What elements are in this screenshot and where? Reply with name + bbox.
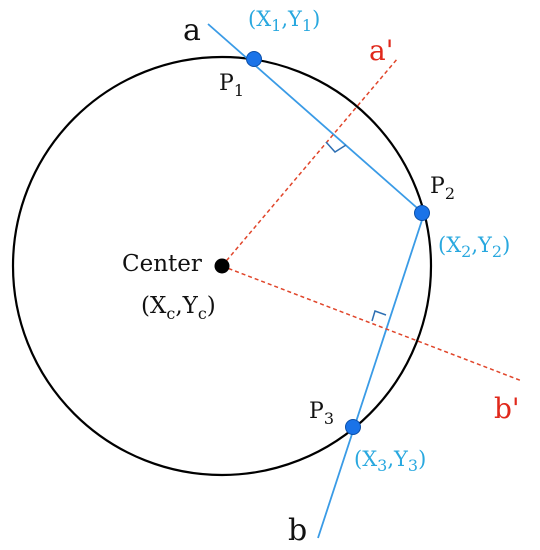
point-p2-coord-sub-y: 2	[492, 242, 502, 261]
point-p3-coord-sep: ,Y	[387, 447, 409, 471]
point-p3	[345, 419, 361, 435]
label-line-b: b	[288, 513, 307, 548]
point-p3-coord-close: )	[418, 447, 426, 471]
chord-line-a	[207, 23, 425, 215]
point-p1-subscript: 1	[234, 81, 244, 100]
chord-line-b	[317, 213, 425, 539]
center-point	[214, 258, 230, 274]
point-p3-name: P	[309, 399, 324, 424]
point-p3-coord-sub-x: 3	[377, 456, 387, 475]
point-p2	[414, 205, 430, 221]
point-p2-coord-sep: ,Y	[471, 233, 493, 257]
point-p3-coordinates: (X3,Y3)	[354, 447, 426, 475]
point-p3-subscript: 3	[324, 409, 334, 428]
right-angle-marker-b	[371, 310, 387, 322]
point-p1-name: P	[219, 71, 234, 96]
center-coord-close: )	[207, 293, 216, 319]
right-angle-marker-a	[325, 141, 347, 153]
label-line-a-prime: a'	[369, 34, 393, 67]
point-p2-coord-close: )	[502, 233, 510, 257]
point-p1-label: P1	[219, 71, 244, 100]
label-line-b-prime: b'	[494, 392, 520, 425]
center-coordinates: (Xc,Yc)	[141, 293, 216, 323]
center-coord-open: (X	[141, 293, 167, 319]
point-p2-coord-sub-x: 2	[461, 242, 471, 261]
point-p2-coord-open: (X	[438, 233, 461, 257]
center-coord-sub-x: c	[166, 304, 175, 323]
point-p1-coord-close: )	[312, 7, 320, 31]
point-p3-coord-open: (X	[354, 447, 377, 471]
center-label: Center	[122, 251, 202, 277]
point-p1-coord-open: (X	[248, 7, 271, 31]
center-coord-sub-y: c	[198, 304, 207, 323]
bisector-line-a-prime	[221, 57, 399, 267]
circle	[11, 55, 433, 477]
center-coord-sep: ,Y	[175, 293, 198, 319]
point-p1-coordinates: (X1,Y1)	[248, 7, 320, 35]
point-p3-coord-sub-y: 3	[408, 456, 418, 475]
point-p2-label: P2	[430, 174, 455, 203]
point-p2-coordinates: (X2,Y2)	[438, 233, 510, 261]
point-p1-coord-sub-x: 1	[271, 16, 281, 35]
point-p3-label: P3	[309, 399, 334, 428]
point-p1-coord-sep: ,Y	[281, 7, 303, 31]
point-p1-coord-sub-y: 1	[302, 16, 312, 35]
point-p1	[246, 51, 262, 67]
point-p2-subscript: 2	[445, 184, 455, 203]
point-p2-name: P	[430, 174, 445, 199]
bisector-line-b-prime	[221, 265, 523, 382]
label-line-a: a	[183, 13, 201, 48]
